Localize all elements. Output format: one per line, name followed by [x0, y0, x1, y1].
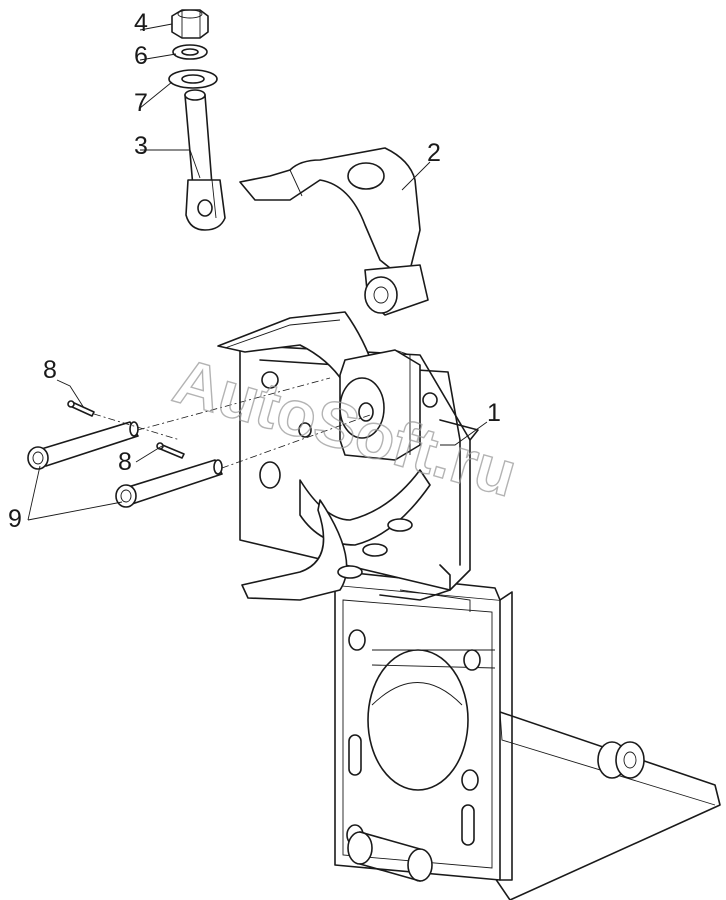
- part-7-washer: [168, 69, 218, 89]
- callout-7: 7: [134, 89, 148, 117]
- part-1-upper-saddle: [217, 311, 479, 601]
- part-9-pin-upper: [27, 421, 139, 470]
- callout-labels: 4 6 7 3 2 8 8 1 9: [8, 9, 501, 533]
- part-8-cotter-pin-upper: [67, 400, 95, 417]
- assembly-center-lines: [93, 377, 371, 469]
- callout-9: 9: [8, 505, 22, 533]
- part-2-clamp: [239, 147, 429, 316]
- callout-2: 2: [427, 139, 441, 167]
- part-6-lock-washer: [172, 44, 208, 60]
- callout-6: 6: [134, 42, 148, 70]
- part-9-pin-lower: [115, 459, 223, 508]
- callout-3: 3: [134, 132, 148, 160]
- part-8-cotter-pin-lower: [156, 442, 185, 459]
- callout-8-lower: 8: [118, 448, 132, 476]
- part-4-nut: [171, 9, 209, 39]
- part-1-mounting-bracket: [334, 571, 721, 900]
- part-3-clevis-bolt: [184, 89, 226, 231]
- callout-1: 1: [487, 399, 501, 427]
- callout-8-upper: 8: [43, 356, 57, 384]
- callout-leaders: [27, 23, 488, 521]
- callout-4: 4: [134, 9, 148, 37]
